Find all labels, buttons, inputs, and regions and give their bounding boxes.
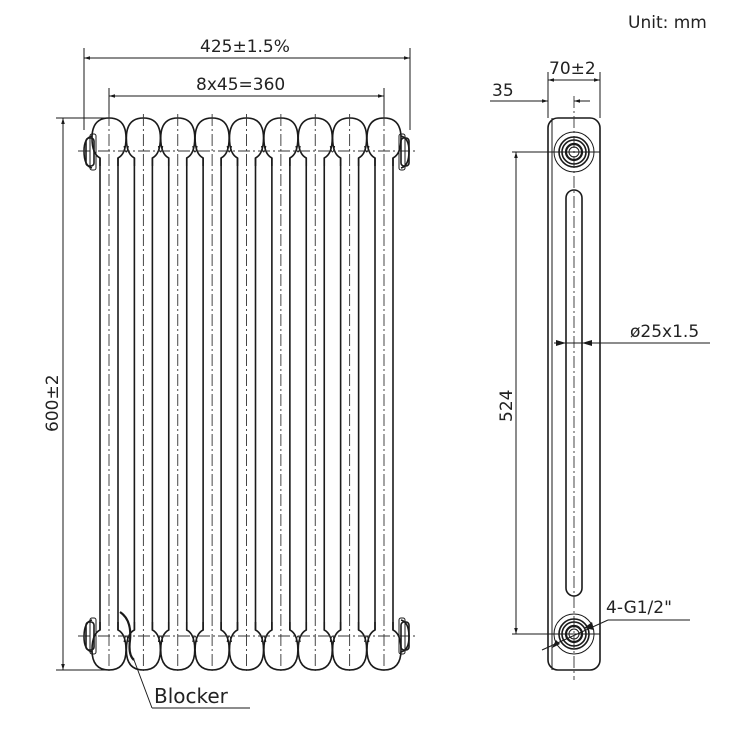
port-centres-label: 524 bbox=[497, 390, 517, 422]
blocker-callout: Blocker bbox=[119, 611, 250, 709]
center-spacing-dimension: 8x45=360 bbox=[108, 75, 385, 118]
end-plug-top-left bbox=[85, 133, 97, 171]
half-depth-dimension: 35 bbox=[490, 81, 590, 103]
blocker-label: Blocker bbox=[154, 684, 229, 708]
unit-label: Unit: mm bbox=[628, 13, 707, 33]
depth-dimension: 70±2 bbox=[547, 59, 601, 118]
end-plug-top-right bbox=[398, 133, 410, 171]
overall-height-dimension: 600±2 bbox=[43, 117, 108, 671]
end-plug-bottom-left bbox=[85, 617, 97, 655]
radiator-column bbox=[159, 114, 198, 674]
port-thread-callout: 4-G1/2" bbox=[541, 598, 690, 651]
end-plug-bottom-right bbox=[398, 617, 410, 655]
side-view: 70±2 35 bbox=[490, 59, 710, 680]
tube-diameter-callout: ø25x1.5 bbox=[554, 322, 710, 346]
radiator-column bbox=[297, 114, 336, 674]
inner-slot bbox=[565, 189, 583, 597]
radiator-column bbox=[228, 114, 267, 674]
radiator-column bbox=[83, 114, 129, 674]
radiator-column bbox=[366, 114, 410, 674]
port-thread-label: 4-G1/2" bbox=[606, 598, 672, 618]
top-port bbox=[512, 131, 600, 173]
port-centres-dimension: 524 bbox=[497, 152, 518, 634]
radiator-column bbox=[331, 114, 370, 674]
bottom-port bbox=[512, 613, 600, 655]
overall-width-label: 425±1.5% bbox=[200, 37, 290, 57]
half-depth-label: 35 bbox=[492, 81, 514, 101]
front-view: 425±1.5% 8x45=360 600±2 bbox=[43, 37, 416, 709]
radiator-column bbox=[194, 114, 232, 674]
radiator-column bbox=[263, 114, 301, 674]
depth-label: 70±2 bbox=[549, 59, 596, 79]
overall-height-label: 600±2 bbox=[43, 374, 63, 432]
radiator-column bbox=[125, 114, 164, 674]
overall-width-dimension: 425±1.5% bbox=[83, 37, 411, 130]
center-spacing-label: 8x45=360 bbox=[196, 75, 285, 95]
radiator-columns bbox=[83, 114, 410, 674]
tube-diameter-label: ø25x1.5 bbox=[630, 322, 699, 342]
